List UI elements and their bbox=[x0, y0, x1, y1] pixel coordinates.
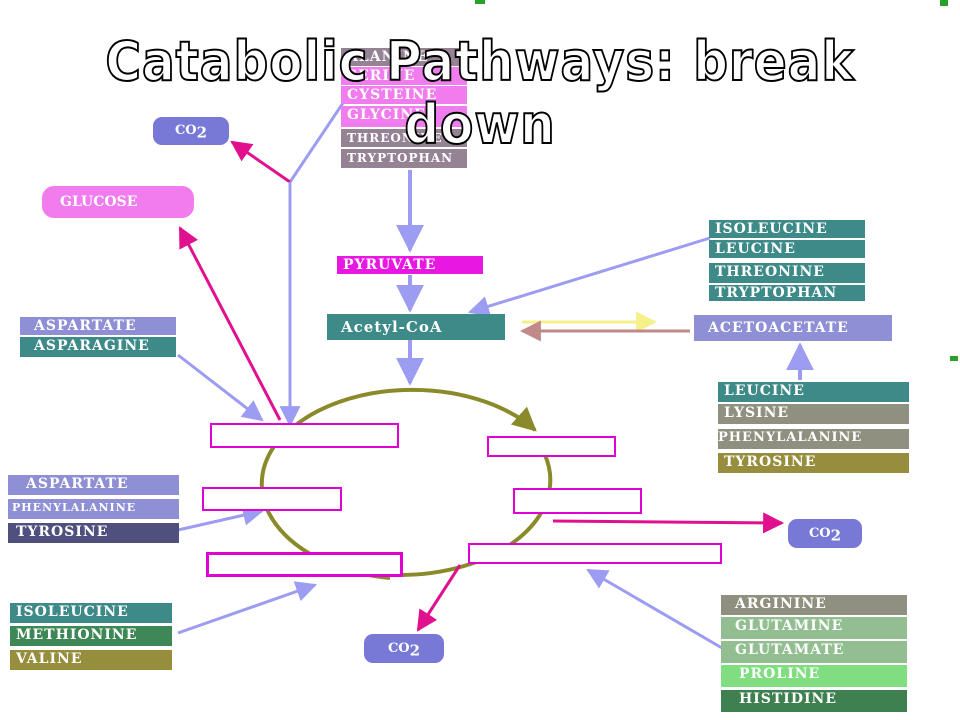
amino-acid-label: TYROSINE bbox=[718, 453, 909, 473]
amino-acid-label: HISTIDINE bbox=[721, 690, 907, 712]
edge-mark-top bbox=[475, 0, 485, 4]
amino-acid-label: THREONINE bbox=[709, 263, 865, 283]
amino-acid-label: ASPARAGINE bbox=[20, 337, 176, 357]
amino-acid-label: PROLINE bbox=[721, 665, 907, 687]
co2-label-right: CO2 bbox=[788, 519, 862, 548]
edge-mark-top-right bbox=[940, 0, 948, 6]
amino-acid-label: CYSTEINE bbox=[341, 86, 467, 104]
amino-acid-label: ISOLEUCINE bbox=[709, 220, 865, 238]
amino-acid-label: ARGININE bbox=[721, 595, 907, 615]
intermediate-blank-box[interactable] bbox=[513, 488, 642, 514]
amino-acid-label: TRYPTOPHAN bbox=[709, 285, 865, 301]
co2-label-top: CO2 bbox=[153, 117, 229, 145]
amino-acid-label: PHENYLALANINE bbox=[718, 429, 909, 449]
co2-subscript: 2 bbox=[409, 641, 421, 660]
acetoacetate-label: ACETOACETATE bbox=[694, 315, 892, 341]
co2-text: CO bbox=[808, 526, 831, 541]
amino-acid-label: TYROSINE bbox=[8, 523, 179, 543]
amino-acid-label: LYSINE bbox=[718, 404, 909, 424]
amino-acid-label: METHIONINE bbox=[10, 626, 172, 646]
co2-subscript: 2 bbox=[196, 123, 208, 142]
amino-acid-label: GLUTAMATE bbox=[721, 641, 907, 663]
intermediate-blank-box[interactable] bbox=[202, 487, 342, 511]
glucose-label: GLUCOSE bbox=[42, 186, 194, 218]
intermediate-blank-box[interactable] bbox=[487, 436, 616, 457]
amino-acid-label: GLUTAMINE bbox=[721, 617, 907, 639]
amino-acid-label: VALINE bbox=[10, 650, 172, 670]
intermediate-blank-box[interactable] bbox=[210, 423, 399, 448]
acetyl-coa-label: Acetyl-CoA bbox=[327, 314, 505, 340]
amino-acid-label: TRYPTOPHAN bbox=[341, 149, 467, 168]
amino-acid-label: ASPARTATE bbox=[20, 317, 176, 335]
amino-acid-label: ISOLEUCINE bbox=[10, 603, 172, 623]
page-title: Catabolic Pathways: break down bbox=[105, 29, 855, 157]
amino-acid-label: THREONINE bbox=[341, 129, 467, 147]
co2-text: CO bbox=[174, 123, 197, 138]
edge-mark-right bbox=[950, 356, 958, 361]
amino-acid-label: ALANINE bbox=[341, 48, 467, 66]
amino-acid-label: LEUCINE bbox=[718, 382, 909, 402]
co2-subscript: 2 bbox=[830, 526, 842, 545]
amino-acid-label: ASPARTATE bbox=[8, 475, 179, 495]
co2-text: CO bbox=[387, 641, 410, 656]
amino-acid-label: SERINE bbox=[341, 67, 467, 85]
intermediate-blank-box[interactable] bbox=[468, 543, 722, 564]
co2-label-bottom: CO2 bbox=[364, 634, 444, 663]
amino-acid-label: GLYCINE bbox=[341, 106, 467, 127]
intermediate-blank-box[interactable] bbox=[206, 552, 403, 577]
pyruvate-label: PYRUVATE bbox=[337, 256, 483, 274]
amino-acid-label: PHENYLALANINE bbox=[8, 499, 179, 519]
amino-acid-label: LEUCINE bbox=[709, 240, 865, 258]
